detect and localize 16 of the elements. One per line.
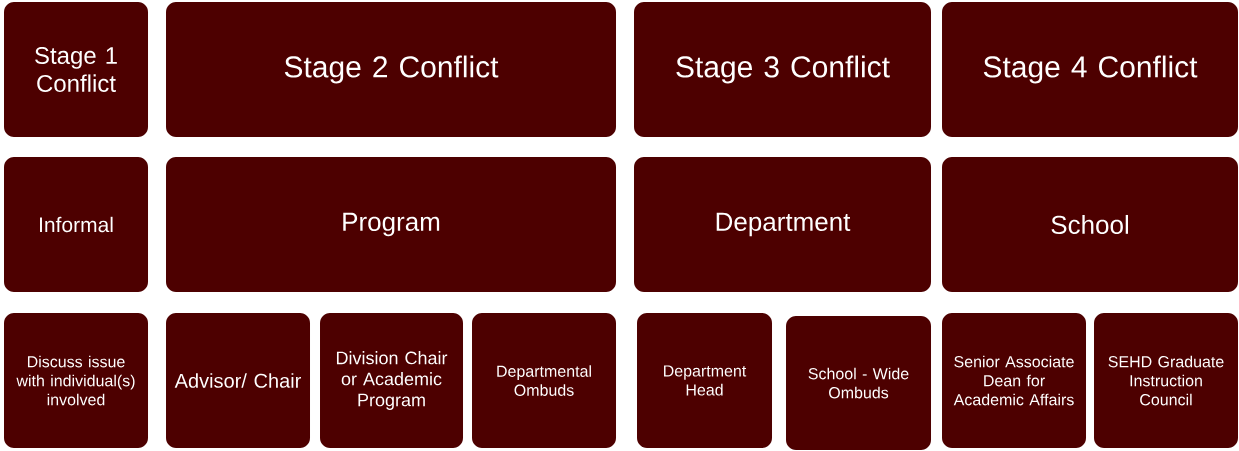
contact-box: Departmental Ombuds [472, 313, 616, 448]
level-box: School [942, 157, 1238, 292]
contact-box: Discuss issue with individual(s) involved [4, 313, 148, 448]
stage-box: Stage 1 Conflict [4, 2, 148, 137]
contact-box: SEHD Graduate Instruction Council [1094, 313, 1238, 448]
level-box: Department [634, 157, 931, 292]
stage-box: Stage 4 Conflict [942, 2, 1238, 137]
contact-box: School - Wide Ombuds [786, 316, 931, 450]
level-box: Program [166, 157, 616, 292]
level-box: Informal [4, 157, 148, 292]
stage-box: Stage 2 Conflict [166, 2, 616, 137]
contact-box: Department Head [637, 313, 772, 448]
stage-box: Stage 3 Conflict [634, 2, 931, 137]
contact-box: Senior Associate Dean for Academic Affairs [942, 313, 1086, 448]
contact-box: Advisor/ Chair [166, 313, 310, 448]
contact-box: Division Chair or Academic Program [320, 313, 463, 448]
